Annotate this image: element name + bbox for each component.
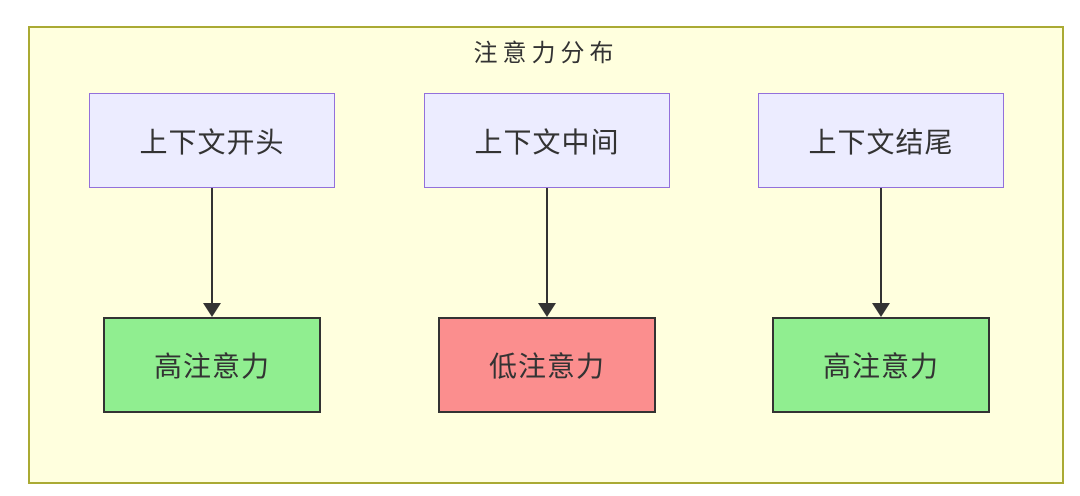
node-context-end-label: 上下文结尾: [808, 126, 954, 158]
node-context-start-label: 上下文开头: [139, 126, 285, 158]
diagram-title: 注意力分布: [473, 40, 619, 67]
arrow-end-to-high-icon: [880, 188, 882, 303]
arrow-middle-to-low-icon: [546, 188, 548, 303]
node-context-middle: 上下文中间: [424, 93, 670, 188]
node-context-middle-label: 上下文中间: [474, 126, 620, 158]
node-context-end: 上下文结尾: [758, 93, 1004, 188]
node-low-attention-label: 低注意力: [488, 351, 605, 382]
node-high-attention-1: 高注意力: [103, 317, 321, 413]
node-context-start: 上下文开头: [89, 93, 335, 188]
node-high-attention-2: 高注意力: [772, 317, 990, 413]
node-low-attention: 低注意力: [438, 317, 656, 413]
arrow-start-to-high-icon: [211, 188, 213, 303]
node-high-attention-1-label: 高注意力: [153, 351, 270, 382]
node-high-attention-2-label: 高注意力: [822, 351, 939, 382]
